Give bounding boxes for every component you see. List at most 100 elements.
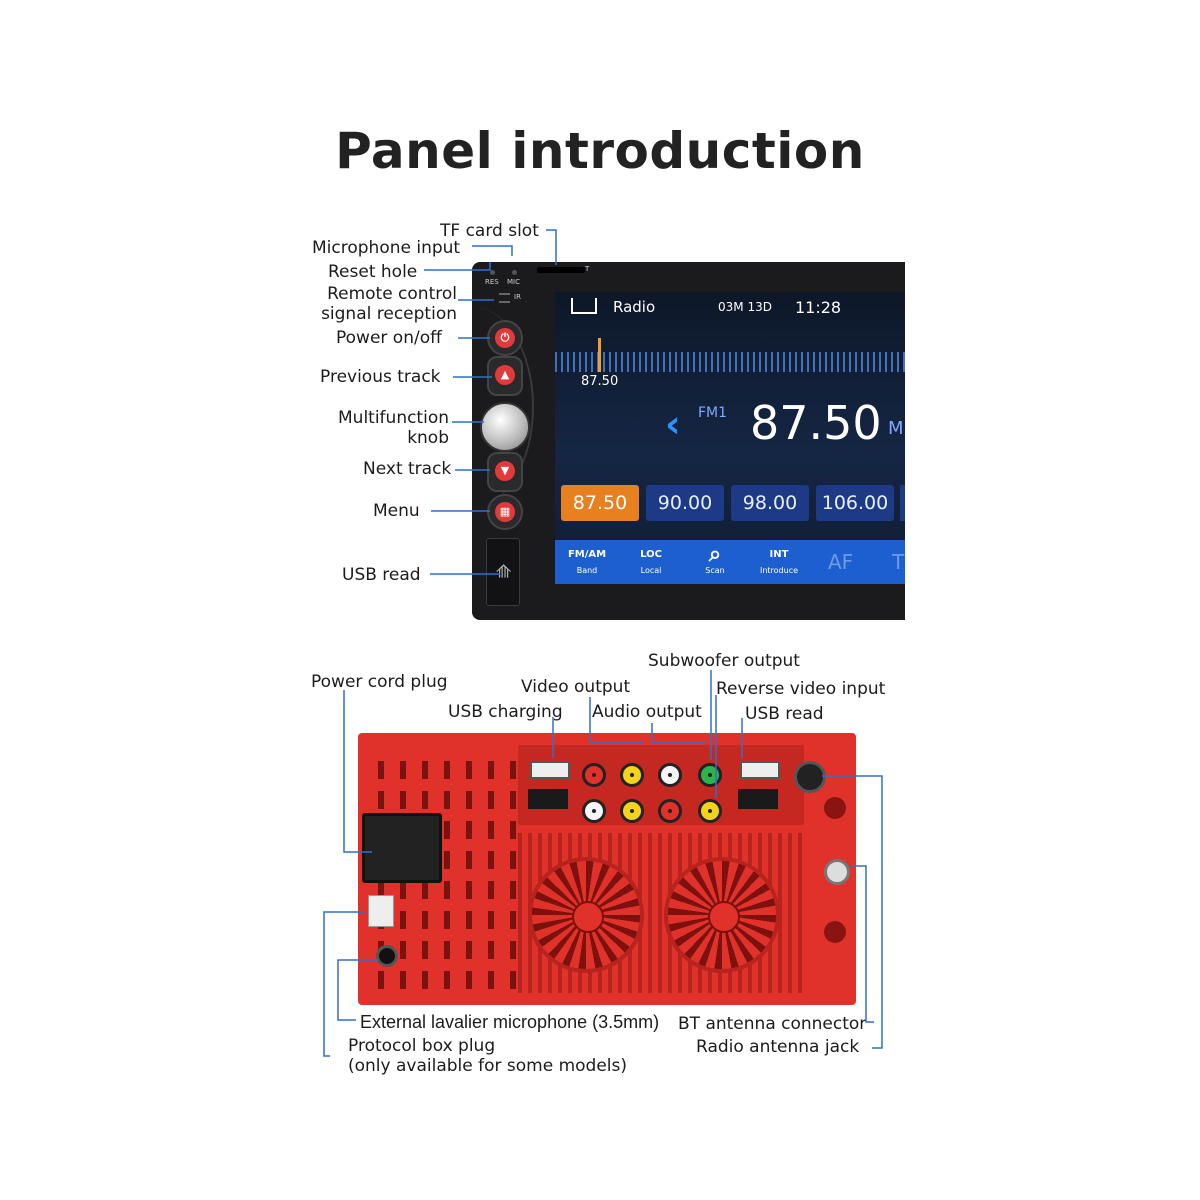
- label-radio-antenna: Radio antenna jack: [696, 1037, 860, 1057]
- toolbar-button-label: Scan: [705, 566, 725, 575]
- toolbar-button-label: Introduce: [759, 566, 799, 575]
- rca-jack: [620, 763, 644, 787]
- next-track-button[interactable]: ▼: [487, 452, 523, 492]
- leader-line: [546, 229, 557, 265]
- usb-read-port: [740, 761, 780, 779]
- external-mic-jack: [376, 945, 398, 967]
- label-audio-output: Audio output: [592, 702, 702, 722]
- dial-needle: [598, 338, 601, 372]
- screen-toolbar: FM/AM Band LOC Local ⌕Scan INT Introduce AF T: [555, 540, 905, 584]
- fan-left: [528, 857, 644, 973]
- rca-jack: [698, 763, 722, 787]
- leader-line: [472, 245, 513, 256]
- preset-partial[interactable]: [900, 485, 905, 521]
- loc-icon: LOC: [640, 549, 662, 560]
- leader-line: [822, 775, 883, 1049]
- rca-jack: [582, 799, 606, 823]
- toolbar-button-local[interactable]: LOC Local: [621, 540, 681, 584]
- label-power: Power on/off: [336, 328, 442, 348]
- usb-charging-port: [530, 761, 570, 779]
- bt-antenna-connector: [824, 859, 850, 885]
- tuning-dial[interactable]: [555, 352, 905, 372]
- panel-mark-res: RES: [485, 278, 499, 286]
- leader-line: [343, 690, 372, 853]
- home-icon[interactable]: [571, 298, 597, 314]
- label-power-cord-plug: Power cord plug: [311, 672, 448, 692]
- screen-time: 11:28: [795, 298, 842, 317]
- fan-left-hub: [572, 901, 604, 933]
- label-protocol-box-line1: Protocol box plug: [348, 1036, 496, 1056]
- toolbar-button-scan[interactable]: ⌕Scan: [685, 540, 745, 584]
- screen-mode: Radio: [613, 298, 656, 316]
- label-menu: Menu: [373, 501, 420, 521]
- rca-jack: [620, 799, 644, 823]
- label-video-output: Video output: [521, 677, 631, 697]
- rca-jack: [658, 763, 682, 787]
- label-tf-card-slot: TF card slot: [440, 221, 539, 241]
- leader-line: [589, 697, 644, 743]
- preset-button[interactable]: 98.00: [731, 485, 809, 521]
- previous-track-icon: ▲: [495, 365, 515, 385]
- toolbar-button-band[interactable]: FM/AM Band: [557, 540, 617, 584]
- rear-panel: [358, 733, 856, 1005]
- leader-line: [424, 262, 491, 271]
- fan-right-hub: [708, 901, 740, 933]
- menu-icon: ▦: [495, 502, 515, 522]
- leader-line: [323, 911, 366, 1057]
- label-protocol-box: Protocol box plug (only available for so…: [348, 1036, 627, 1076]
- label-usb-read-rear: USB read: [745, 704, 824, 724]
- label-next-track: Next track: [363, 459, 452, 479]
- label-protocol-box-line2: (only available for some models): [348, 1056, 628, 1076]
- prev-station-icon[interactable]: ‹: [665, 402, 681, 446]
- ir-receiver: [499, 293, 510, 303]
- right-port-1: [824, 797, 846, 819]
- label-multifunction: Multifunction knob: [300, 408, 449, 448]
- label-remote-control-line2: signal reception: [321, 304, 457, 324]
- multifunction-knob[interactable]: [480, 402, 530, 452]
- fm-am-icon: FM/AM: [567, 549, 607, 560]
- label-bt-antenna: BT antenna connector: [678, 1014, 867, 1034]
- label-remote-control: Remote control signal reception: [300, 284, 457, 324]
- radio-antenna-jack: [794, 761, 826, 793]
- previous-track-button[interactable]: ▲: [487, 356, 523, 396]
- dial-value: 87.50: [581, 374, 619, 389]
- search-icon: ⌕: [708, 542, 722, 567]
- label-reset-hole: Reset hole: [328, 262, 418, 282]
- test-port: [528, 789, 568, 809]
- int-icon: INT: [769, 549, 789, 560]
- leader-line: [850, 865, 874, 1023]
- band-label: FM1: [698, 405, 728, 421]
- screen-date: 03M 13D: [718, 300, 772, 314]
- label-multifunction-line2: knob: [407, 428, 449, 448]
- protocol-box-plug: [368, 895, 394, 927]
- usb-cover[interactable]: ⭅: [486, 538, 520, 606]
- usb1-port: [738, 789, 778, 809]
- menu-button[interactable]: ▦: [487, 494, 523, 530]
- preset-button[interactable]: 90.00: [646, 485, 724, 521]
- label-subwoofer-output: Subwoofer output: [648, 651, 800, 671]
- toolbar-button-introduce[interactable]: INT Introduce: [749, 540, 809, 584]
- preset-button[interactable]: 106.00: [816, 485, 894, 521]
- fan-right: [664, 857, 780, 973]
- power-button[interactable]: ⏻: [487, 320, 523, 356]
- page-title: Panel introduction: [335, 122, 865, 180]
- toolbar-button-label: Local: [640, 566, 662, 575]
- reset-hole: [490, 270, 495, 275]
- bezel-curve: [472, 307, 534, 507]
- right-port-2: [824, 921, 846, 943]
- power-icon: ⏻: [495, 328, 515, 348]
- frequency-unit: M: [888, 418, 904, 439]
- label-usb-read-front: USB read: [342, 565, 421, 585]
- label-remote-control-line1: Remote control: [327, 284, 457, 304]
- preset-button[interactable]: 87.50: [561, 485, 639, 521]
- toolbar-button-label: Band: [576, 566, 598, 575]
- leader-line: [651, 723, 706, 743]
- t-label[interactable]: T: [892, 550, 905, 574]
- label-previous-track: Previous track: [320, 367, 441, 387]
- af-label[interactable]: AF: [828, 550, 854, 574]
- label-multifunction-line1: Multifunction: [338, 408, 449, 428]
- label-external-mic: External lavalier microphone (3.5mm): [360, 1012, 660, 1032]
- tf-card-slot: [537, 267, 585, 273]
- label-usb-charging: USB charging: [448, 702, 563, 722]
